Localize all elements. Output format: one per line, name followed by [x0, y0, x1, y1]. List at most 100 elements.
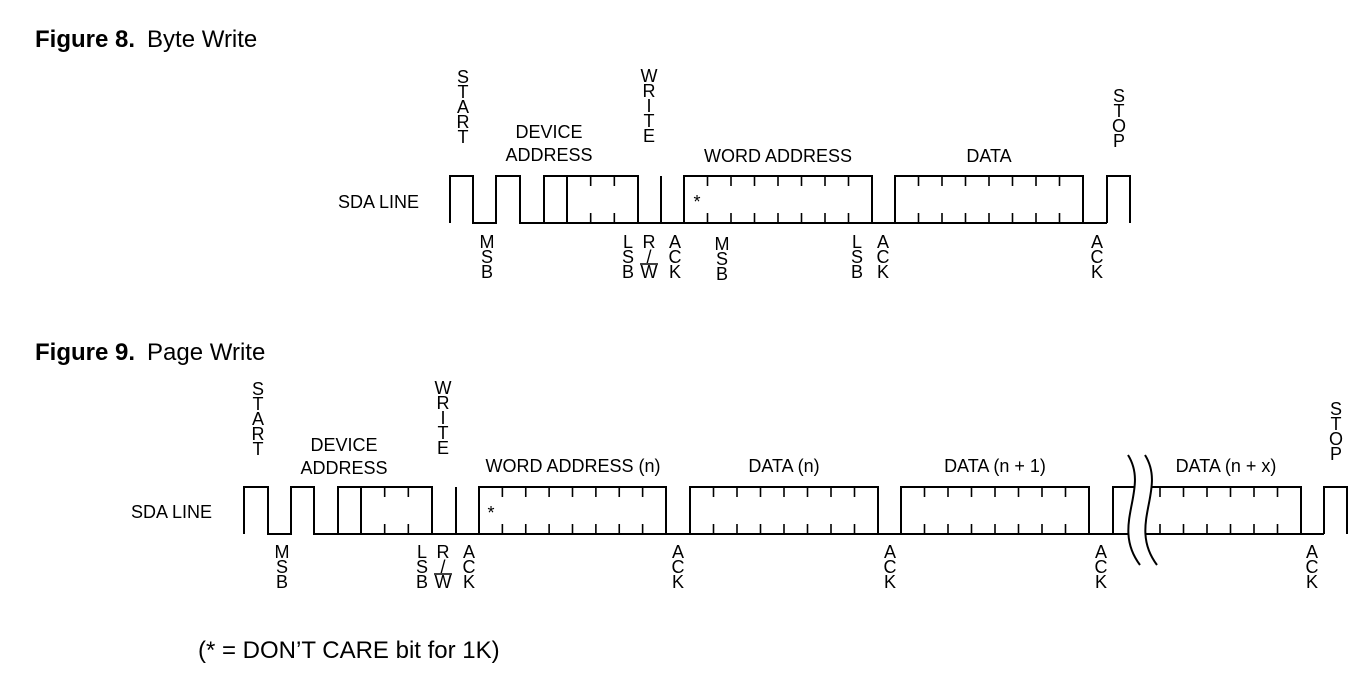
- sda-line-label: SDA LINE: [338, 192, 419, 212]
- ack-label-char: C: [1306, 557, 1319, 577]
- rw-w-char: W: [435, 572, 452, 592]
- word-address-field: [683, 175, 873, 224]
- start-label-char: T: [253, 439, 264, 459]
- data-field: [894, 175, 1084, 224]
- ack-label-char: C: [1091, 247, 1104, 267]
- rw-r-char: R: [437, 542, 450, 562]
- ack-label: ACK: [463, 542, 476, 592]
- device-address-label-2: ADDRESS: [505, 145, 592, 165]
- ack-label-char: K: [672, 572, 684, 592]
- figure-9-title: Figure 9.Page Write: [35, 339, 265, 367]
- data-n1-field: [900, 486, 1090, 535]
- lsb-label-char: L: [852, 232, 862, 252]
- stop-label-char: T: [1114, 101, 1125, 121]
- rw-slash-char: /: [440, 557, 445, 577]
- stop-label-char: T: [1331, 414, 1342, 434]
- start-label-char: A: [457, 97, 469, 117]
- break-gap: [1128, 455, 1157, 565]
- ack-label-char: C: [877, 247, 890, 267]
- stop-label-char: P: [1113, 131, 1125, 151]
- ack-label-char: C: [672, 557, 685, 577]
- lsb-label-char: B: [416, 572, 428, 592]
- device-address-field-outline: [360, 486, 433, 535]
- write-label-char: I: [440, 408, 445, 428]
- lsb-label-char: B: [851, 262, 863, 282]
- ack-label-char: C: [1095, 557, 1108, 577]
- ack-label-char: K: [877, 262, 889, 282]
- msb-label-char: M: [275, 542, 290, 562]
- msb-label-char: B: [716, 264, 728, 284]
- ack-label-char: K: [884, 572, 896, 592]
- write-label-char: T: [438, 423, 449, 443]
- lsb-label-char: S: [416, 557, 428, 577]
- write-label-char: W: [435, 378, 452, 398]
- msb-label: MSB: [480, 232, 495, 282]
- figure-8-number: Figure 8.: [35, 26, 136, 53]
- ack-label: ACK: [1091, 232, 1104, 282]
- ack-label-char: K: [669, 262, 681, 282]
- data-nx-field: [1112, 486, 1302, 535]
- write-label-char: E: [643, 126, 655, 146]
- write-label-char: E: [437, 438, 449, 458]
- lsb-label-char: S: [622, 247, 634, 267]
- device-address-field-outline: [566, 175, 639, 224]
- start-label-char: S: [252, 379, 264, 399]
- stop-label-char: S: [1113, 86, 1125, 106]
- dont-care-mark: *: [487, 503, 494, 523]
- device-address-label-1: DEVICE: [515, 122, 582, 142]
- lsb-label: LSB: [622, 232, 634, 282]
- device-address-label-1: DEVICE: [310, 435, 377, 455]
- msb-label-char: S: [481, 247, 493, 267]
- rw-r-char: R: [643, 232, 656, 252]
- rw-label: R/W: [640, 232, 658, 282]
- figure-9-number: Figure 9.: [35, 339, 136, 366]
- ack-label-char: K: [1091, 262, 1103, 282]
- start-label-char: S: [457, 67, 469, 87]
- ack-label-char: A: [1306, 542, 1318, 562]
- figure-8-caption: Byte Write: [147, 26, 258, 53]
- word-address-label: WORD ADDRESS: [704, 146, 852, 166]
- write-label-char: R: [437, 393, 450, 413]
- msb-label-char: B: [481, 262, 493, 282]
- lsb-label-char: B: [622, 262, 634, 282]
- ack-label: ACK: [1306, 542, 1319, 592]
- sda-waveform: [449, 175, 567, 224]
- msb-label-char: M: [715, 234, 730, 254]
- write-label-char: W: [641, 66, 658, 86]
- data-nx-label: DATA (n + x): [1176, 456, 1277, 476]
- device-address-field: [566, 175, 639, 224]
- word-address-label: WORD ADDRESS (n): [485, 456, 660, 476]
- ack-label-char: K: [1095, 572, 1107, 592]
- ack-label-char: A: [877, 232, 889, 252]
- lsb-label-char: S: [851, 247, 863, 267]
- start-label-char: A: [252, 409, 264, 429]
- ack-label: ACK: [1095, 542, 1108, 592]
- ack-label-char: A: [672, 542, 684, 562]
- ack-label-char: K: [463, 572, 475, 592]
- ack-label-char: K: [1306, 572, 1318, 592]
- data-n1-label: DATA (n + 1): [944, 456, 1046, 476]
- start-label-char: T: [458, 82, 469, 102]
- write-label-char: I: [646, 96, 651, 116]
- ack-label-char: C: [463, 557, 476, 577]
- lsb-label-char: L: [623, 232, 633, 252]
- ack-label-char: A: [669, 232, 681, 252]
- start-label-char: R: [252, 424, 265, 444]
- data-n-label: DATA (n): [748, 456, 819, 476]
- ack-label-char: A: [884, 542, 896, 562]
- start-label-char: T: [458, 127, 469, 147]
- device-address-field: [360, 486, 433, 535]
- msb-label-char: M: [480, 232, 495, 252]
- stop-label-char: S: [1330, 399, 1342, 419]
- stop-label-char: O: [1112, 116, 1126, 136]
- device-address-label-2: ADDRESS: [300, 458, 387, 478]
- ack-label-char: A: [463, 542, 475, 562]
- dont-care-footnote: (* = DON’T CARE bit for 1K): [198, 637, 500, 664]
- stop-pulse: [1323, 486, 1348, 534]
- ack-label: ACK: [884, 542, 897, 592]
- lsb-label-char: L: [417, 542, 427, 562]
